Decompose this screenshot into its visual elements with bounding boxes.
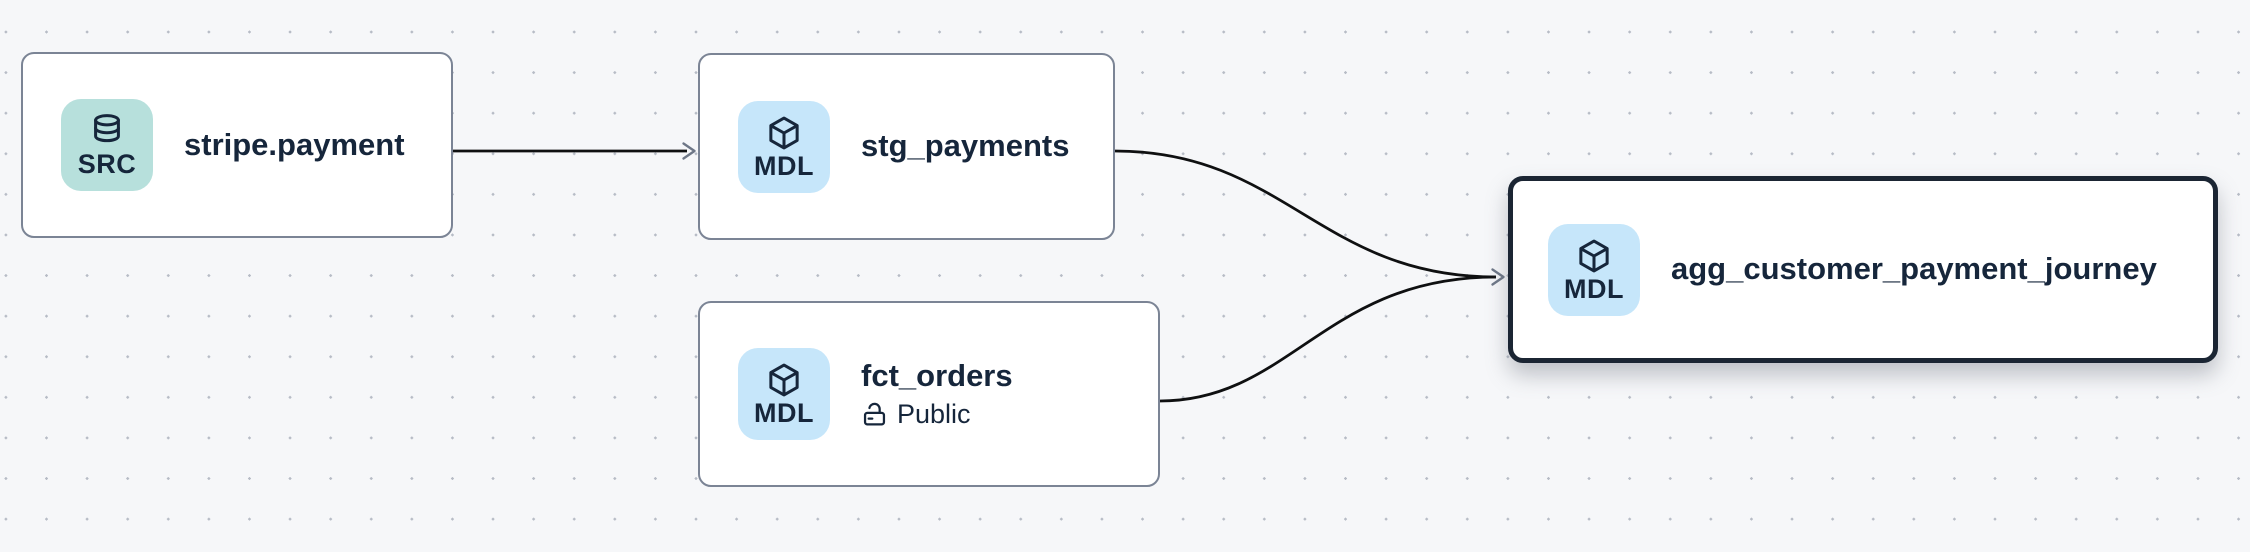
cube-icon (765, 361, 803, 399)
arrowhead-stg-payments (682, 142, 696, 160)
model-type-badge: MDL (1548, 223, 1640, 316)
model-type-badge: MDL (738, 100, 830, 193)
node-label: stripe.payment (184, 126, 405, 162)
badge-label: MDL (1564, 273, 1624, 304)
edge-stg-payments-to-agg-customer-payment-journey (1114, 149, 1497, 279)
access-label: Public (897, 398, 971, 429)
cube-icon (765, 114, 803, 152)
node-label: agg_customer_payment_journey (1671, 251, 2157, 287)
access-badge: Public (861, 398, 1013, 430)
node-stripe-payment[interactable]: SRC stripe.payment (21, 52, 453, 238)
cube-icon (1575, 237, 1613, 275)
badge-label: MDL (754, 398, 814, 428)
node-label: fct_orders (861, 357, 1013, 393)
arrowhead-agg-customer-payment-journey (1491, 268, 1505, 286)
model-type-badge: MDL (738, 348, 830, 440)
edge-fct-orders-to-agg-customer-payment-journey (1159, 275, 1497, 403)
node-label: stg_payments (861, 128, 1070, 164)
node-fct-orders[interactable]: MDL fct_orders Public (698, 301, 1160, 487)
source-type-badge: SRC (61, 99, 153, 191)
node-agg-customer-payment-journey[interactable]: MDL agg_customer_payment_journey (1508, 176, 2218, 363)
database-icon (88, 112, 126, 150)
badge-label: SRC (77, 149, 137, 179)
node-stg-payments[interactable]: MDL stg_payments (698, 53, 1115, 240)
badge-label: MDL (754, 150, 814, 181)
unlock-icon (861, 401, 888, 428)
